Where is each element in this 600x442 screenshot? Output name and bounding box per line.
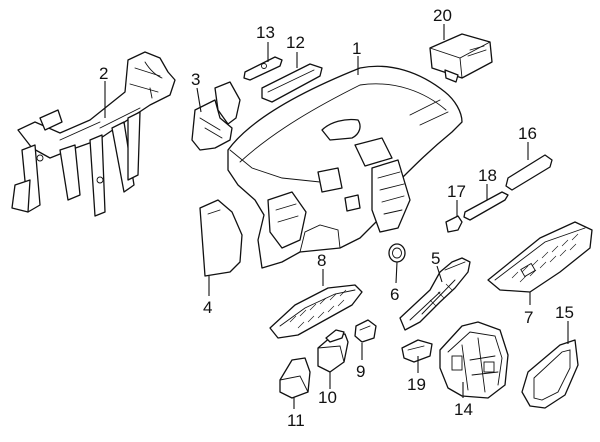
callout-17: 17 (447, 182, 466, 201)
callout-9: 9 (356, 362, 365, 381)
callout-3: 3 (191, 70, 200, 89)
part-16-trim-strip (505, 154, 553, 191)
callout-4: 4 (203, 298, 212, 317)
callout-5: 5 (431, 249, 440, 268)
callout-18: 18 (478, 166, 497, 185)
part-7-glove-box-panel (487, 221, 593, 293)
callout-7: 7 (524, 308, 533, 327)
part-20-airbag-module (429, 33, 493, 83)
part-10-bracket (317, 329, 349, 373)
callout-20: 20 (433, 6, 452, 25)
callout-11: 11 (287, 411, 305, 430)
callout-6: 6 (390, 285, 399, 304)
part-3-left-bracket (191, 81, 241, 151)
part-18-trim-strip (463, 191, 509, 221)
part-1-instrument-panel (227, 65, 463, 269)
part-14-console-frame (439, 321, 509, 399)
callout-12: 12 (286, 33, 305, 52)
callout-2: 2 (99, 64, 108, 83)
part-9-clip (354, 319, 377, 343)
callout-10: 10 (318, 388, 337, 407)
callout-19: 19 (407, 375, 426, 394)
callout-15: 15 (555, 303, 574, 322)
callout-14: 14 (454, 400, 473, 419)
callout-16: 16 (518, 124, 537, 143)
part-6-knob (388, 243, 406, 263)
part-19-clip (401, 339, 433, 363)
callout-numbers: 1 2 3 4 5 6 7 8 9 10 11 12 13 14 15 16 1… (99, 6, 574, 430)
callout-8: 8 (317, 251, 326, 270)
part-4-end-panel (199, 199, 243, 277)
part-5-console-bracket (399, 257, 471, 331)
part-15-radio-bezel (521, 339, 579, 409)
part-8-knee-panel (269, 284, 363, 339)
callout-13: 13 (256, 23, 275, 42)
part-2-cross-car-beam (11, 51, 176, 217)
part-17-small-cap (445, 215, 463, 233)
leader-lines (104, 24, 569, 409)
callout-1: 1 (352, 39, 361, 58)
part-12-trim-strip (261, 63, 323, 103)
part-11-bracket (279, 357, 311, 399)
part-13-small-trim (243, 56, 283, 81)
